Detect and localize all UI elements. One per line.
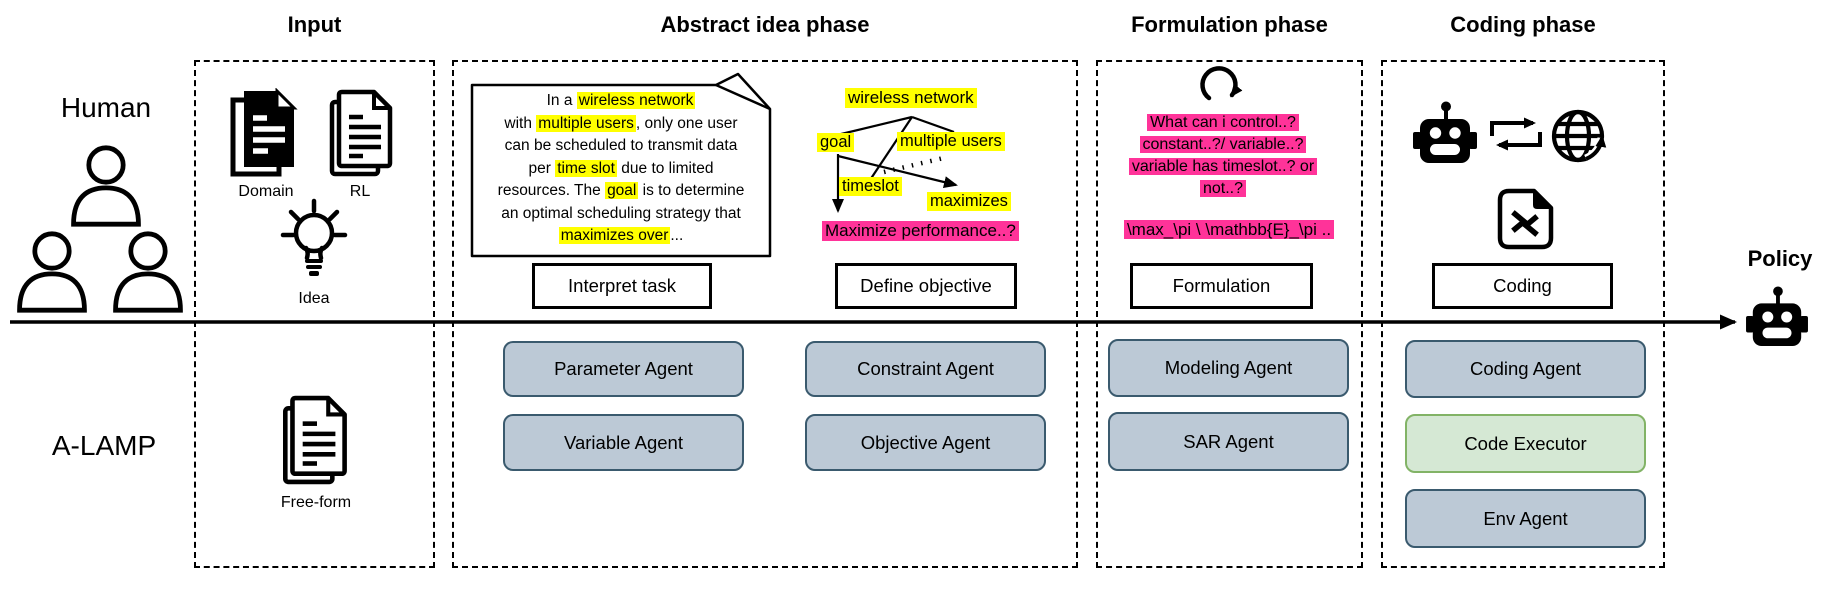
interpret-task-box: Interpret task bbox=[532, 263, 712, 309]
question-line: variable has timeslot..? or bbox=[1128, 158, 1318, 175]
freeform-label: Free-form bbox=[280, 494, 352, 511]
graph-node-root: wireless network bbox=[845, 88, 977, 108]
constraint-agent-box: Constraint Agent bbox=[805, 341, 1046, 397]
globe-icon bbox=[1551, 109, 1607, 164]
question-line: constant..?/ variable..? bbox=[1139, 136, 1307, 153]
note-seg: , only one user bbox=[635, 114, 738, 132]
policy-robot-icon bbox=[1746, 286, 1808, 346]
code-executor-box: Code Executor bbox=[1405, 414, 1646, 473]
note-seg: resources. The bbox=[497, 182, 606, 199]
abstract-phase-box bbox=[452, 60, 1078, 568]
graph-node-goal: goal bbox=[817, 133, 855, 152]
formulation-box: Formulation bbox=[1130, 263, 1313, 309]
alamp-row-label: A-LAMP bbox=[51, 430, 157, 461]
note-seg: due to limited bbox=[616, 159, 714, 177]
code-file-icon bbox=[1497, 188, 1554, 250]
parameter-agent-box: Parameter Agent bbox=[503, 341, 744, 397]
question-line: not..? bbox=[1199, 180, 1247, 197]
idea-label: Idea bbox=[298, 290, 330, 307]
coding-box: Coding bbox=[1432, 263, 1613, 309]
task-note-text: In a wireless network with multiple user… bbox=[478, 90, 764, 248]
math-text: \max_\pi \ \mathbb{E}_\pi .. bbox=[1123, 220, 1335, 239]
note-seg: In a bbox=[546, 92, 577, 109]
graph-node-timeslot: timeslot bbox=[839, 177, 902, 196]
formulation-math: \max_\pi \ \mathbb{E}_\pi .. bbox=[1107, 220, 1351, 240]
coding-robot-icon bbox=[1413, 101, 1477, 163]
note-highlight: time slot bbox=[555, 159, 617, 177]
coding-agent-box: Coding Agent bbox=[1405, 340, 1646, 398]
domain-doc-icon bbox=[230, 88, 300, 178]
note-seg: with bbox=[504, 114, 537, 132]
formulation-phase-box bbox=[1096, 60, 1363, 568]
human-row-label: Human bbox=[60, 92, 152, 123]
formulation-questions: What can i control..? constant..?/ varia… bbox=[1097, 112, 1349, 200]
freeform-doc-icon bbox=[281, 394, 353, 486]
note-seg: can be scheduled to transmit data bbox=[504, 137, 738, 154]
idea-lightbulb-icon bbox=[280, 198, 348, 276]
rl-label: RL bbox=[349, 183, 371, 200]
note-highlight: wireless network bbox=[576, 92, 696, 109]
note-highlight: maximizes over bbox=[558, 227, 671, 244]
graph-objective-question: Maximize performance..? bbox=[822, 221, 1019, 241]
modeling-agent-box: Modeling Agent bbox=[1108, 339, 1349, 397]
rl-doc-icon bbox=[328, 88, 398, 178]
note-highlight: multiple users bbox=[536, 114, 636, 132]
objective-agent-box: Objective Agent bbox=[805, 414, 1046, 471]
policy-label: Policy bbox=[1747, 246, 1813, 271]
phase-title-coding: Coding phase bbox=[1450, 12, 1596, 37]
phase-title-abstract: Abstract idea phase bbox=[660, 12, 870, 37]
question-line: What can i control..? bbox=[1147, 114, 1299, 131]
env-agent-box: Env Agent bbox=[1405, 489, 1646, 548]
note-highlight: goal bbox=[605, 182, 639, 199]
graph-node-users: multiple users bbox=[897, 132, 1005, 151]
sar-agent-box: SAR Agent bbox=[1108, 412, 1349, 471]
phase-title-formulation: Formulation phase bbox=[1131, 12, 1328, 37]
note-seg: per bbox=[528, 159, 556, 177]
define-objective-box: Define objective bbox=[835, 263, 1017, 309]
swap-arrows-icon bbox=[1490, 117, 1542, 151]
phase-title-input: Input bbox=[287, 12, 342, 37]
coding-phase-box bbox=[1381, 60, 1665, 568]
domain-label: Domain bbox=[238, 183, 294, 200]
input-phase-box bbox=[194, 60, 435, 568]
note-seg: an optimal scheduling strategy that bbox=[501, 204, 741, 222]
note-seg: ... bbox=[670, 227, 684, 244]
variable-agent-box: Variable Agent bbox=[503, 414, 744, 471]
note-seg: is to determine bbox=[638, 182, 745, 199]
graph-node-maximizes: maximizes bbox=[927, 192, 1011, 211]
